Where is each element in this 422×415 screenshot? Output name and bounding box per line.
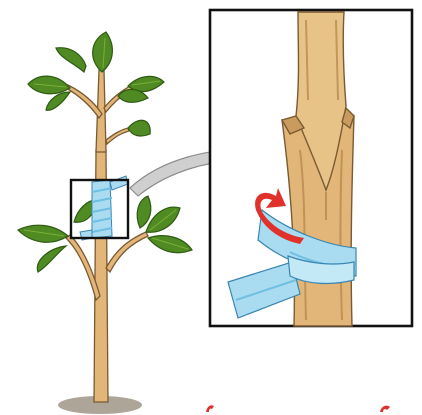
- leaf-lower-right-3: [137, 196, 151, 228]
- leaf-lower-right-2: [148, 236, 192, 253]
- leaf-upper-left-2: [56, 48, 86, 72]
- red-mark-right: [380, 406, 390, 412]
- leaf-lower-left-1: [18, 225, 68, 242]
- leaf-upper-left-3: [46, 92, 70, 110]
- branch-upper-left: [66, 85, 102, 118]
- red-mark-left: [206, 405, 214, 412]
- leaf-mid-right: [128, 120, 150, 136]
- leaf-lower-left-2: [37, 246, 66, 272]
- branch-mid-right: [106, 128, 129, 144]
- leaf-top: [93, 32, 113, 72]
